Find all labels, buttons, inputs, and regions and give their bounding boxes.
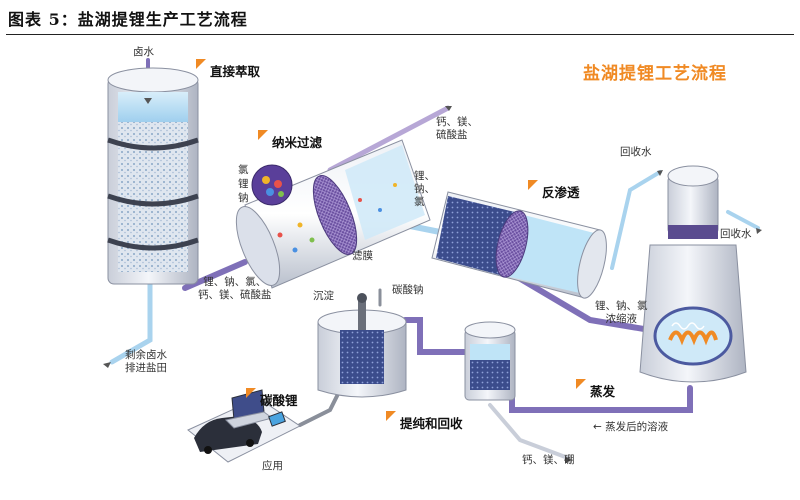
pipe-recycled-2 xyxy=(726,210,760,230)
label-concentrate: 锂、钠、氯 浓缩液 xyxy=(595,300,648,325)
pipe-residual xyxy=(109,259,153,365)
main-title: 盐湖提锂工艺流程 xyxy=(583,64,727,84)
label-recycled-water-1: 回收水 xyxy=(620,146,652,158)
stage-direct-extraction: 直接萃取 xyxy=(196,59,260,80)
label-nf-outlet: 锂、钠、氯、 钙、镁、硫酸盐 xyxy=(198,276,272,301)
label-residual-brine: 剩余卤水 排进盐田 xyxy=(125,349,167,374)
extraction-column xyxy=(107,67,199,285)
ion-particles xyxy=(277,183,397,253)
label-ions: 氯 锂 钠 xyxy=(238,164,249,204)
phone-icon xyxy=(268,411,286,427)
label-recycled-water-2: 回收水 xyxy=(720,228,752,240)
pipe-nf-reject xyxy=(327,105,451,173)
flow-arrows xyxy=(103,98,762,463)
stage-reverse-osmosis: 反渗透 xyxy=(528,180,580,201)
label-nf-reject: 钙、镁、 硫酸盐 xyxy=(436,116,478,141)
label-brine: 卤水 xyxy=(133,46,154,58)
figure-title: 图表 5：盐湖提锂生产工艺流程 xyxy=(8,10,248,29)
stage-nanofiltration: 纳米过滤 xyxy=(258,130,322,151)
pipe-purify-to-precip xyxy=(402,317,468,355)
label-precipitate: 沉淀 xyxy=(313,290,334,302)
nanofiltration-tube xyxy=(235,139,431,289)
stage-purification: 提纯和回收 xyxy=(386,411,463,432)
label-byproducts: 钙、镁、硼 xyxy=(522,454,575,466)
stage-evaporation: 蒸发 xyxy=(576,379,615,400)
label-sodium-carbonate: 碳酸钠 xyxy=(392,284,424,296)
pipe-precip-out xyxy=(298,388,342,427)
column-bands xyxy=(107,137,199,251)
label-filter-membrane: 滤膜 xyxy=(352,250,373,262)
pipes xyxy=(109,58,760,460)
pipe-byproducts xyxy=(488,403,570,460)
label-application: 应用 xyxy=(262,460,283,472)
precipitation-tank xyxy=(317,293,407,398)
evaporator xyxy=(639,165,747,383)
reverse-osmosis-tube xyxy=(431,191,607,299)
ion-magnifier xyxy=(251,164,293,206)
purification-tank xyxy=(464,321,516,401)
label-ro-inlet: 锂、 钠、 氯 xyxy=(414,170,435,208)
pipe-recycled-1 xyxy=(610,170,662,270)
label-evaporated-solution: ← 蒸发后的溶液 xyxy=(593,421,669,433)
stage-lithium-carbonate: 碳酸锂 xyxy=(246,388,298,409)
application-devices xyxy=(187,389,301,463)
title-rule xyxy=(6,34,794,35)
